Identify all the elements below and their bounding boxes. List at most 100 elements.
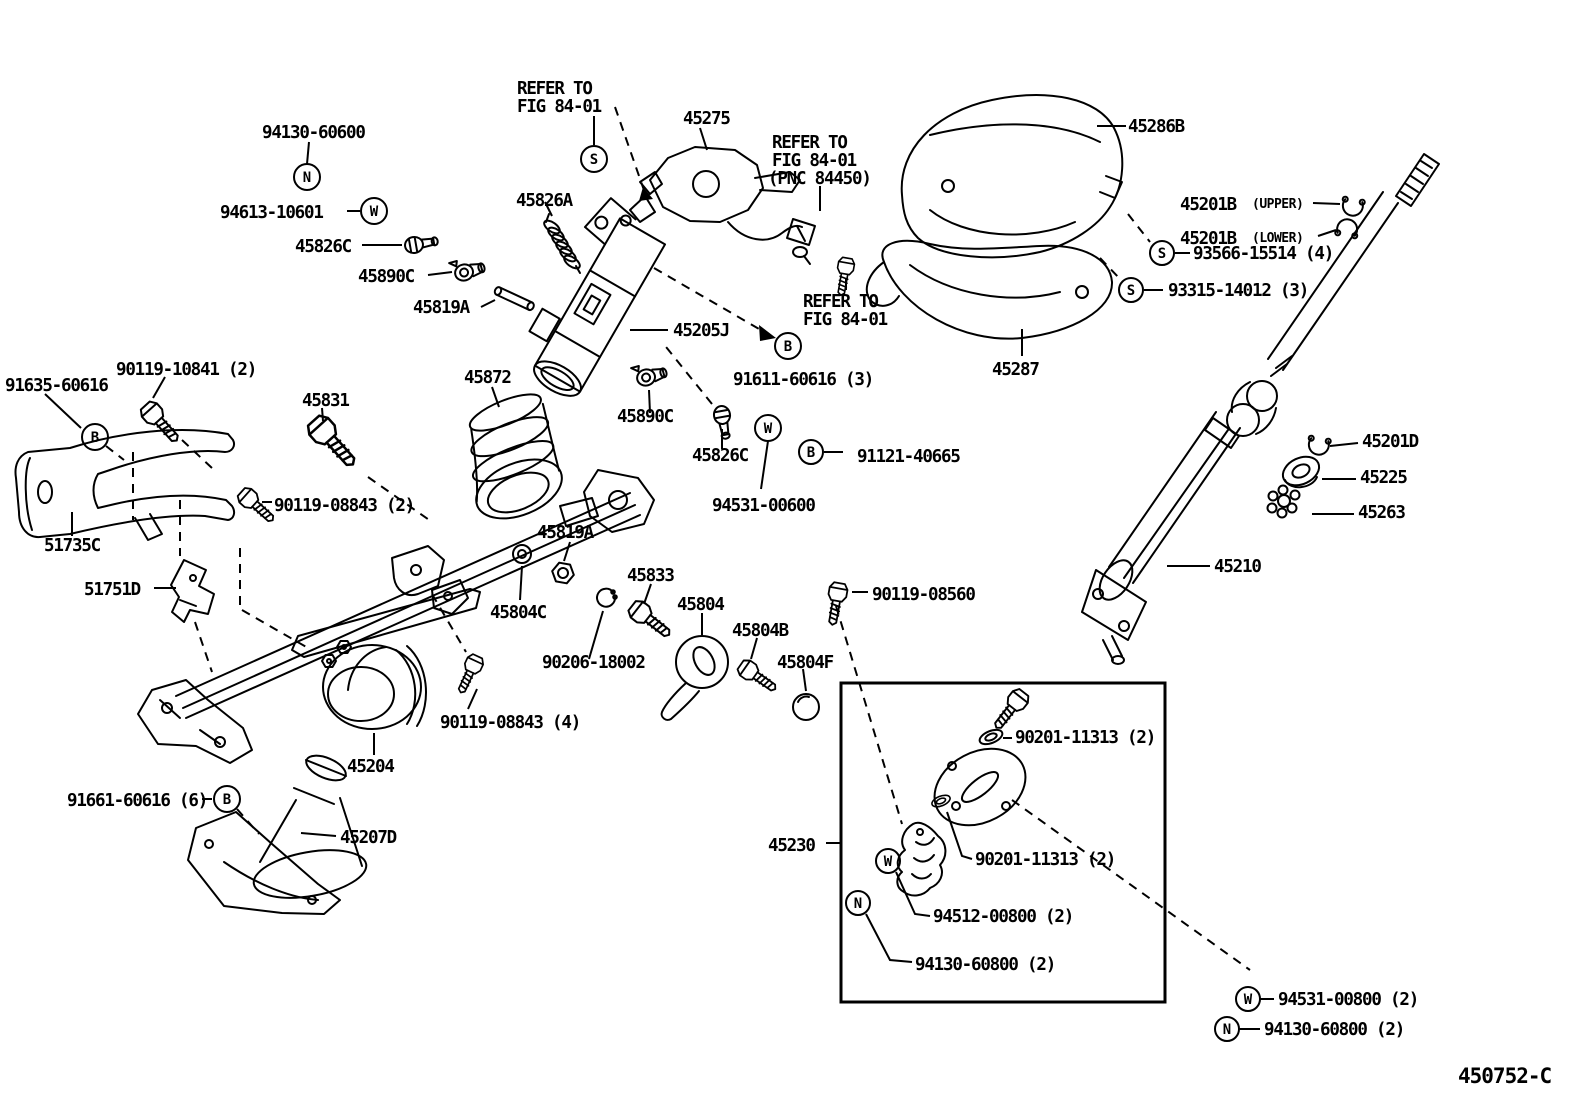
part-label-90206-18002: 90206-18002 (542, 653, 645, 673)
part-label-45201B-upper: 45201B (1180, 195, 1237, 215)
part-label-90201-11313-b: 90201-11313 (2) (975, 850, 1115, 870)
column-lower-cover-drawing (865, 239, 1114, 340)
part-label-91611-60616: 91611-60616 (3) (733, 370, 873, 390)
clamp-screw-icon-2 (630, 358, 670, 390)
part-label-90119-08843-2: 90119-08843 (2) (274, 496, 414, 516)
bolt-90119-08843-4-icon (452, 651, 487, 697)
symbol-W-4: W (1235, 986, 1261, 1012)
symbol-S-1: S (580, 145, 608, 173)
part-label-51735C: 51735C (44, 536, 101, 556)
part-label-91661-60616: 91661-60616 (6) (67, 791, 207, 811)
snap-ring-lower-icon (1333, 215, 1363, 243)
bolt-90119-08843-2-icon (234, 484, 280, 528)
part-label-45204: 45204 (347, 757, 394, 777)
bolt-45831-icon (303, 411, 364, 474)
part-label-45263: 45263 (1358, 503, 1405, 523)
stud-45833-icon (624, 596, 677, 644)
part-label-91121-40665: 91121-40665 (857, 447, 960, 467)
part-label-lower-qualifier: (LOWER) (1252, 231, 1303, 246)
part-label-45826C-2: 45826C (692, 446, 749, 466)
flange-bolt-icon (402, 231, 441, 256)
part-label-90119-10841: 90119-10841 (2) (116, 360, 256, 380)
bearing-45225-icon (1281, 455, 1321, 489)
symbol-letter: N (1223, 1022, 1231, 1038)
ignition-switch-drawing (629, 146, 816, 265)
symbol-S-2: S (1149, 240, 1175, 266)
part-label-upper-qualifier: (UPPER) (1252, 197, 1303, 212)
column-upper-cover-drawing (900, 94, 1124, 259)
part-label-90119-08560: 90119-08560 (872, 585, 975, 605)
symbol-B-4: B (213, 785, 241, 813)
part-label-90119-08843-4: 90119-08843 (4) (440, 713, 580, 733)
bolt-45804B-icon (734, 656, 782, 698)
snap-ring-45201D-icon (1303, 431, 1333, 459)
part-label-45872: 45872 (464, 368, 511, 388)
part-label-45210: 45210 (1214, 557, 1261, 577)
part-label-45804B: 45804B (732, 621, 789, 641)
spring-drawing (543, 213, 581, 274)
part-label-93566-15514: 93566-15514 (4) (1193, 244, 1333, 264)
symbol-N-3: N (1214, 1016, 1240, 1042)
figure-code: 450752-C (1458, 1064, 1552, 1088)
snap-ring-upper-icon (1337, 192, 1367, 220)
note-refer-2-line1: REFER TO (772, 133, 847, 153)
lower-column-assembly-drawing (137, 469, 655, 764)
part-labels: 94130-60600 REFER TO FIG 84-01 45275 REF… (5, 79, 1553, 1088)
symbol-letter: W (370, 204, 379, 220)
note-refer-2-pnc: (PNC 84450) (768, 169, 871, 189)
symbol-S-3: S (1118, 277, 1144, 303)
part-label-45207D: 45207D (340, 828, 397, 848)
symbol-letter: W (1244, 992, 1253, 1008)
symbol-letter: S (1158, 246, 1166, 262)
bolt-refer-icon (832, 255, 857, 298)
symbol-letter: N (854, 896, 862, 912)
part-label-45286B: 45286B (1128, 117, 1185, 137)
part-label-94531-00600: 94531-00600 (712, 496, 815, 516)
dashed-leader-lines (105, 106, 1251, 971)
symbol-letter: B (784, 339, 792, 355)
symbol-B-1: B (774, 332, 802, 360)
dust-cover-drawing (187, 754, 368, 915)
leader-lines (44, 116, 1359, 1030)
note-refer-1-line1: REFER TO (517, 79, 592, 99)
note-refer-3-line2: FIG 84-01 (803, 310, 888, 330)
bolt-90119-10841-icon (136, 397, 186, 449)
note-refer-3-line1: REFER TO (803, 292, 878, 312)
symbol-letter: B (223, 792, 231, 808)
symbol-letter: W (884, 854, 893, 870)
part-label-45833: 45833 (627, 566, 674, 586)
nut-icon (549, 560, 577, 586)
part-label-51751D: 51751D (84, 580, 141, 600)
symbol-letter: B (807, 445, 815, 461)
part-label-45804C: 45804C (490, 603, 547, 623)
part-label-45890C: 45890C (358, 267, 415, 287)
symbol-N-1: N (293, 163, 321, 191)
note-refer-1-line2: FIG 84-01 (517, 97, 602, 117)
part-label-45275: 45275 (683, 109, 730, 129)
bellows-drawing (468, 393, 563, 520)
symbol-letter: B (91, 430, 99, 446)
part-label-94613-10601: 94613-10601 (220, 203, 323, 223)
symbol-letter: N (303, 170, 311, 186)
part-label-45225: 45225 (1360, 468, 1407, 488)
ball-45804F-icon (792, 693, 820, 721)
part-label-93315-14012: 93315-14012 (3) (1168, 281, 1308, 301)
part-label-94130-60800-b: 94130-60800 (2) (1264, 1020, 1404, 1040)
pin-icon (492, 285, 537, 313)
part-label-45831: 45831 (302, 391, 349, 411)
key-cylinder-housing-drawing (528, 197, 667, 397)
toothed-washer-45263-icon (1266, 484, 1301, 519)
part-label-94130-60600: 94130-60600 (262, 123, 365, 143)
clamp-screw-icon (448, 253, 488, 285)
main-shaft-drawing (1081, 153, 1440, 665)
part-label-45230: 45230 (768, 836, 815, 856)
part-label-45201D: 45201D (1362, 432, 1419, 452)
circled-symbols: N W S S S B B W B B W N W N (81, 145, 1261, 1042)
part-label-45804F: 45804F (777, 653, 834, 673)
part-label-45205J: 45205J (673, 321, 729, 341)
tilt-lever-drawing (660, 635, 729, 721)
symbol-W-2: W (754, 414, 782, 442)
part-label-45826A: 45826A (516, 191, 574, 211)
